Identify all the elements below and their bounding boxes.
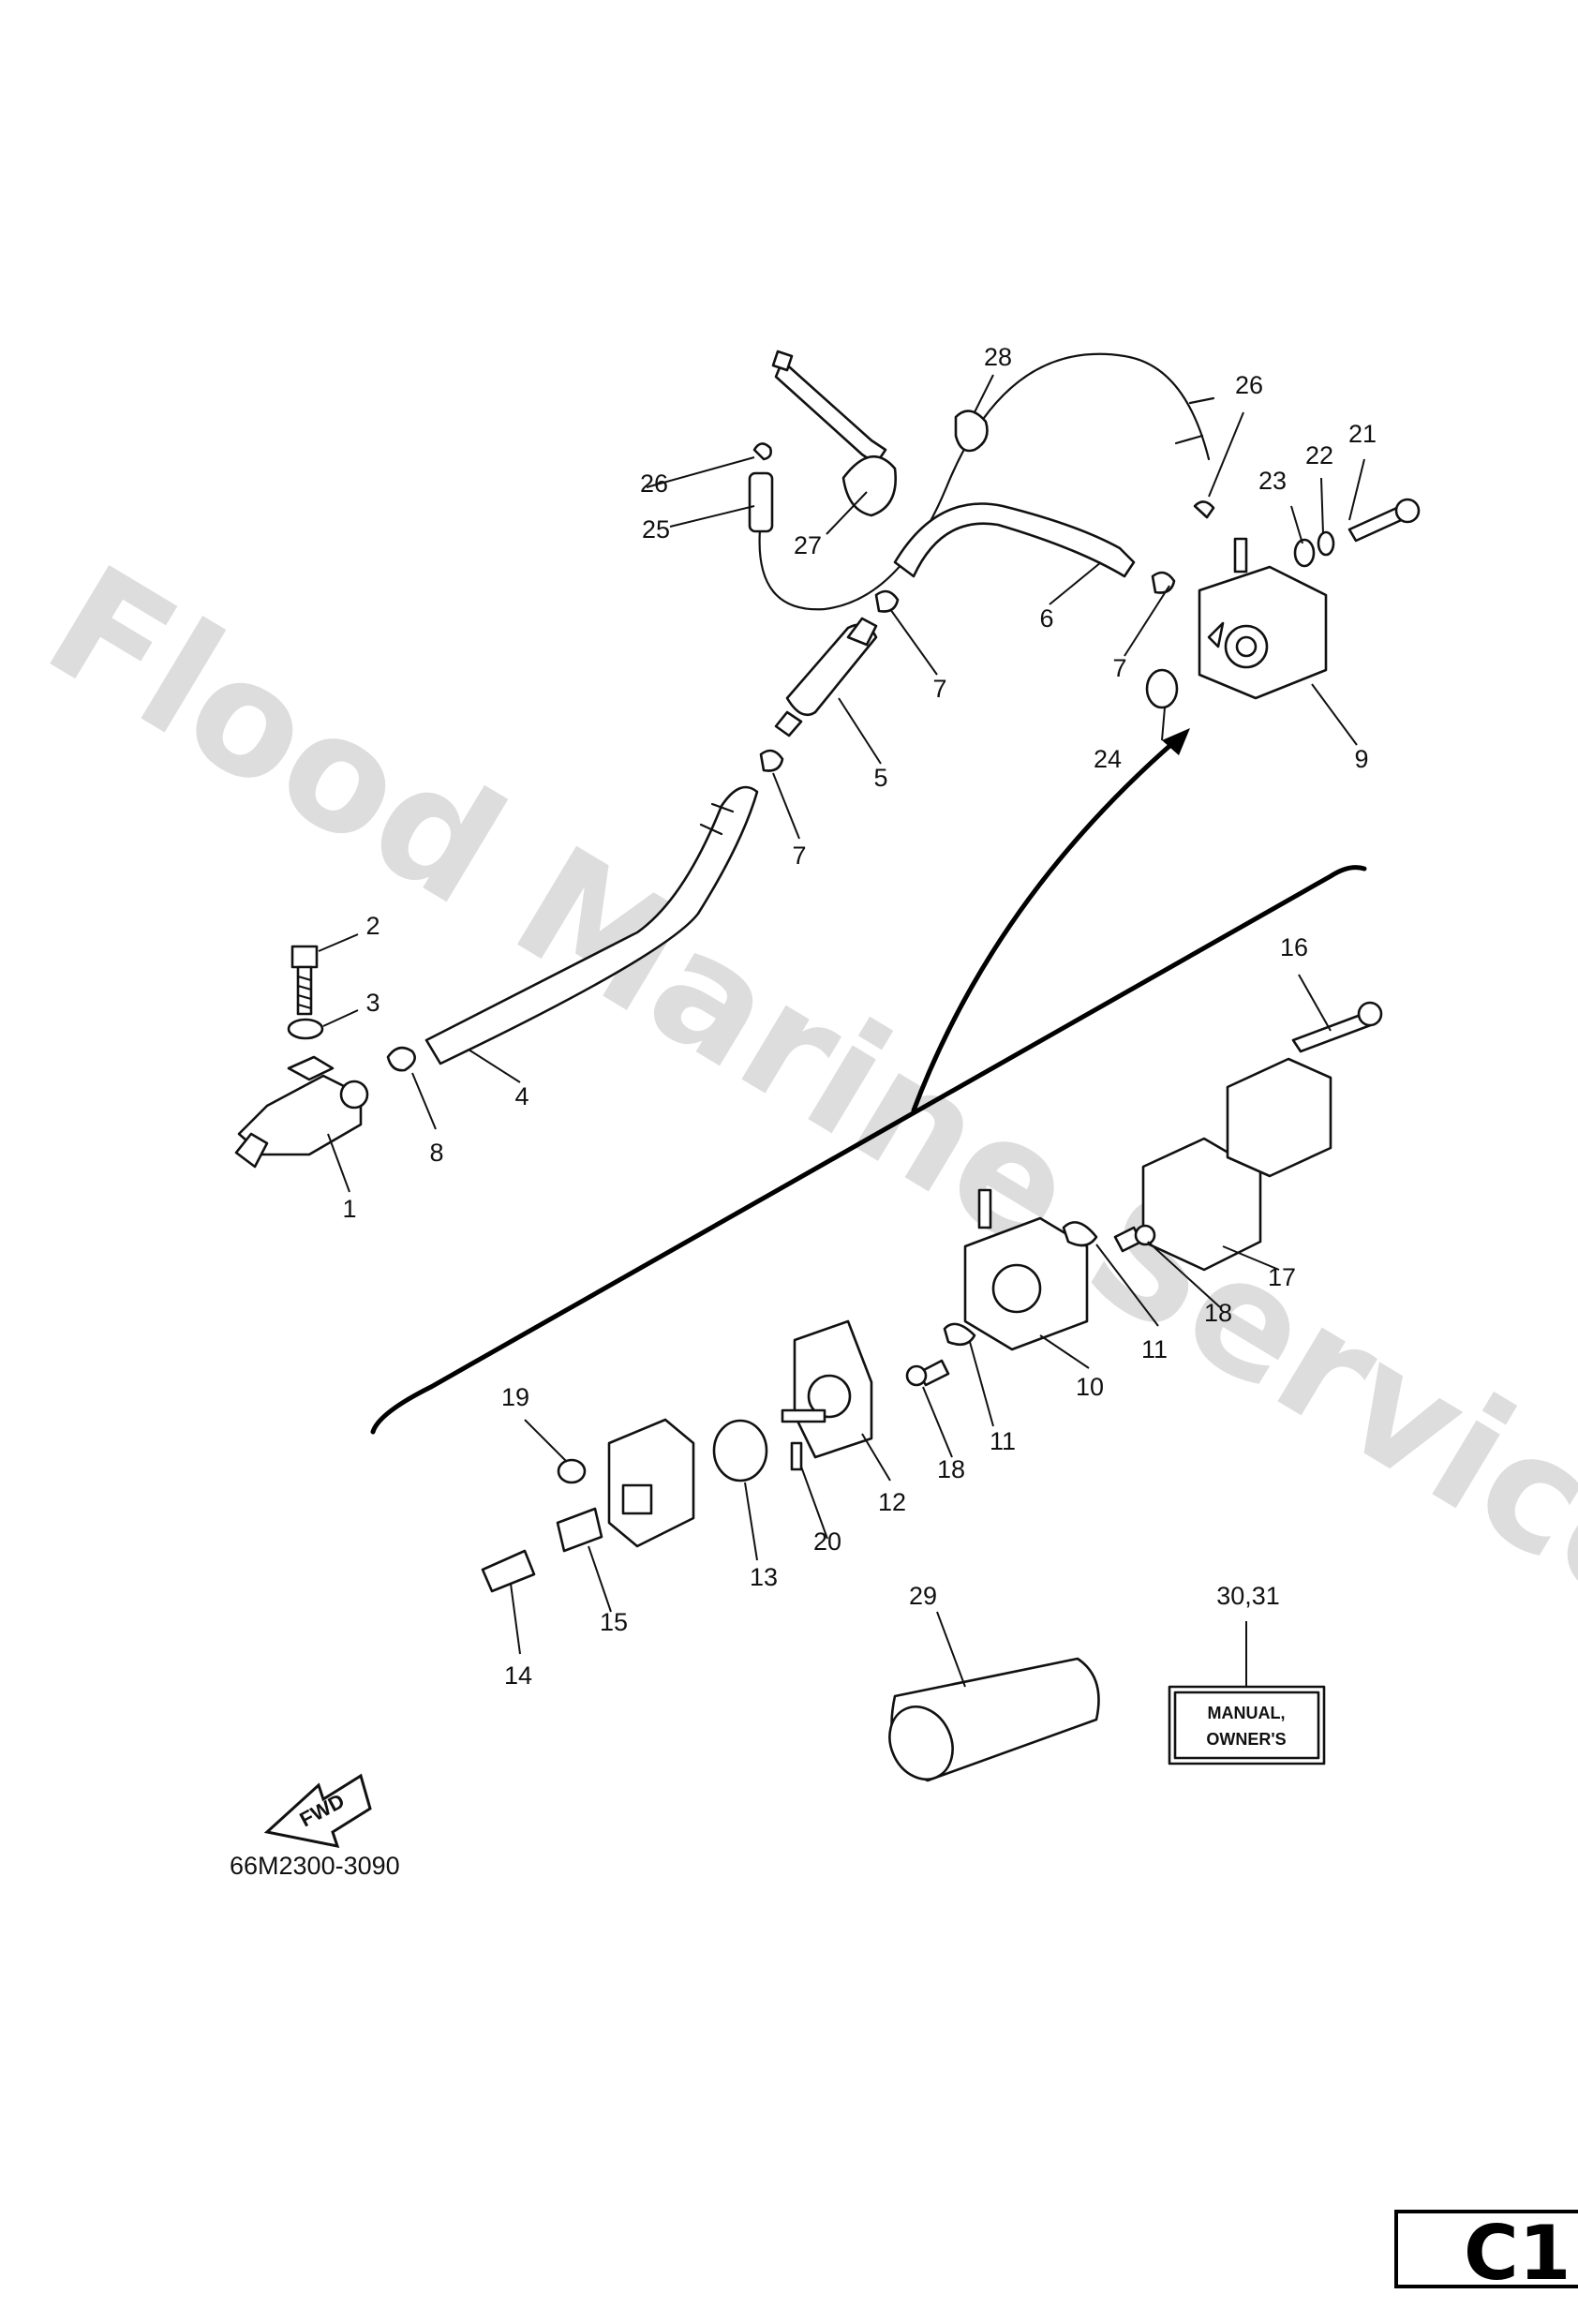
forward-arrow-icon: FWD	[263, 1773, 372, 1848]
callout-22: 22	[1305, 441, 1333, 469]
callout-24: 24	[1094, 745, 1122, 773]
callout-30-31: 30,31	[1216, 1582, 1280, 1610]
callout-26-left: 26	[640, 469, 668, 498]
fuel-joint-part-1	[234, 1055, 369, 1169]
pump-body-part-10	[963, 1188, 1089, 1351]
clip-part-26-b	[1193, 500, 1215, 519]
hose-6	[893, 502, 1136, 578]
valve-part-11-a	[1062, 1221, 1098, 1247]
callout-10: 10	[1076, 1373, 1104, 1401]
callout-16: 16	[1280, 933, 1308, 961]
page-tag: C1	[1394, 2210, 1578, 2297]
callout-29: 29	[909, 1582, 937, 1610]
valve-part-11-b	[943, 1322, 976, 1347]
clip-part-7-a	[759, 749, 784, 772]
callout-5: 5	[873, 764, 887, 792]
callout-9: 9	[1354, 745, 1368, 773]
nut-part-19	[557, 1458, 587, 1484]
washer-part-3	[287, 1018, 324, 1040]
washer-part-22	[1317, 530, 1335, 557]
plunger-part-14	[481, 1549, 536, 1593]
callout-27: 27	[794, 531, 822, 559]
assembly-connection-arrow	[911, 737, 1179, 1113]
fuel-filter-part-5	[774, 617, 878, 737]
callout-14: 14	[504, 1661, 532, 1690]
callout-2: 2	[365, 912, 380, 940]
pin-part-20	[790, 1441, 803, 1471]
screw-part-18-b	[905, 1359, 950, 1387]
callout-18-left: 18	[937, 1455, 965, 1483]
callout-25: 25	[642, 515, 670, 544]
callout-21: 21	[1348, 420, 1377, 448]
callout-3: 3	[365, 989, 380, 1017]
callout-18-right: 18	[1204, 1299, 1232, 1327]
callout-labels: 1 2 3 4 5 6 7 7 7 8 9 10 11 11 12 13 14 …	[342, 343, 1377, 1690]
manual-line-2: OWNER'S	[1206, 1730, 1286, 1749]
callout-12: 12	[878, 1488, 906, 1516]
callout-7-left: 7	[792, 842, 806, 870]
callout-11-left: 11	[990, 1427, 1016, 1455]
washer-part-23	[1293, 538, 1316, 568]
callout-11-right: 11	[1141, 1335, 1168, 1363]
callout-8: 8	[429, 1139, 443, 1167]
callout-28: 28	[984, 343, 1012, 371]
catalog-number: 66M2300-3090	[230, 1852, 400, 1880]
clip-part-7-b	[874, 589, 900, 613]
callout-20: 20	[813, 1527, 841, 1556]
callout-6: 6	[1039, 604, 1053, 633]
callout-7-right: 7	[1112, 654, 1126, 682]
leader-lines	[318, 374, 1365, 1688]
hose-upper-return	[758, 352, 1211, 611]
diaphragm-part-12	[781, 1319, 873, 1459]
owners-manual-part-30-31: MANUAL, OWNER'S	[1168, 1685, 1326, 1765]
screw-part-18-a	[1113, 1224, 1156, 1253]
callout-23: 23	[1258, 467, 1287, 495]
cover-part-16	[1226, 1001, 1383, 1178]
hose-4	[424, 785, 759, 1065]
clamp-bracket-part-27	[771, 350, 897, 517]
spring-part-13	[712, 1419, 768, 1482]
callout-26-right: 26	[1235, 371, 1263, 399]
callout-1: 1	[342, 1195, 356, 1223]
bolt-part-2	[290, 945, 319, 1016]
page-tag-text: C1	[1464, 2210, 1571, 2297]
pump-base-part-19	[607, 1418, 695, 1548]
assembly-boundary-line	[370, 865, 1367, 1435]
spring-part-15	[556, 1507, 603, 1553]
callout-7-mid: 7	[932, 675, 946, 703]
boot-part-29	[888, 1657, 1100, 1782]
callout-17: 17	[1268, 1263, 1296, 1291]
callout-13: 13	[750, 1563, 778, 1591]
callout-4: 4	[514, 1082, 528, 1110]
clip-part-26-a	[752, 442, 772, 461]
clip-part-7-c	[1151, 571, 1176, 594]
fuel-pump-part-9	[1198, 537, 1328, 700]
callout-15: 15	[600, 1608, 628, 1636]
clip-part-8	[386, 1046, 416, 1072]
clip-part-28	[954, 410, 989, 453]
arrowhead	[1162, 728, 1190, 755]
manual-line-1: MANUAL,	[1208, 1704, 1286, 1722]
screw-part-21	[1347, 498, 1421, 543]
o-ring-part-24	[1145, 668, 1179, 709]
hose-piece-part-25	[748, 471, 774, 533]
callout-19: 19	[501, 1383, 529, 1411]
